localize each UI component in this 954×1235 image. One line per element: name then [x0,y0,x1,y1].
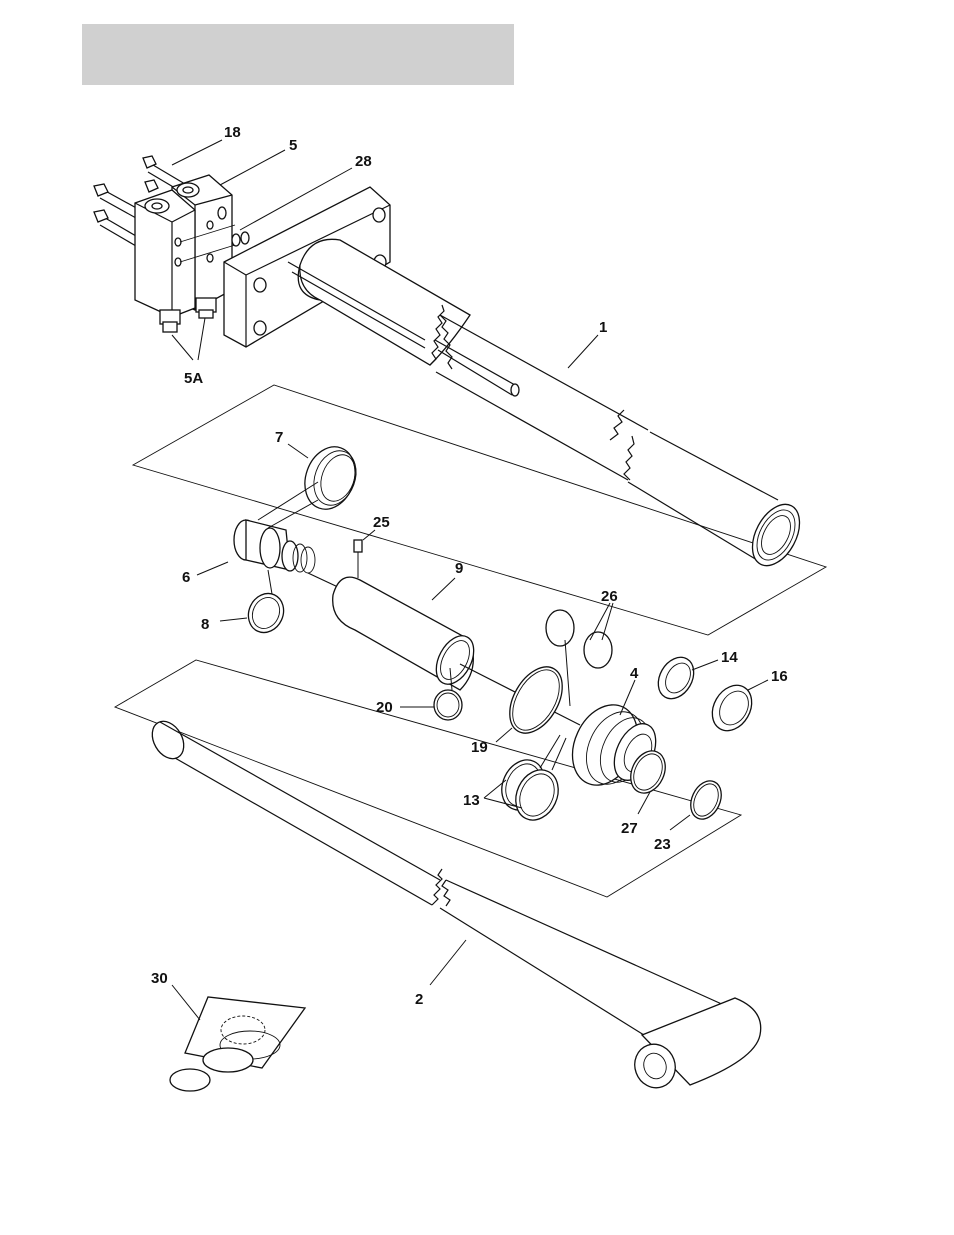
ring-8 [242,570,290,638]
callout-18: 18 [224,124,241,141]
callout-1: 1 [599,319,607,336]
callout-8: 8 [201,616,209,633]
callout-2: 2 [415,991,423,1008]
callout-19: 19 [471,739,488,756]
callout-28: 28 [355,153,372,170]
callout-14: 14 [721,649,738,666]
cylinder-barrel [224,187,809,574]
seal-14 [651,651,701,705]
set-screw-25 [354,540,362,578]
seal-16 [704,678,759,738]
callout-27: 27 [621,820,638,837]
callout-5: 5 [289,137,297,154]
callout-7: 7 [275,429,283,446]
callout-20: 20 [376,699,393,716]
callout-6: 6 [182,569,190,586]
upper-assembly-panel [133,385,826,635]
cylinder-head [234,520,355,595]
callout-23: 23 [654,836,671,853]
callout-13: 13 [463,792,480,809]
callout-30: 30 [151,970,168,987]
spacer-tube [333,577,482,690]
seal-kit [170,997,305,1091]
ring-23 [685,776,727,824]
callout-4: 4 [630,665,639,682]
callout-26: 26 [601,588,618,605]
callout-5A: 5A [184,370,203,387]
seal-7 [258,440,363,528]
callout-25: 25 [373,514,390,531]
callout-9: 9 [455,560,463,577]
valve-block [94,156,235,332]
callout-16: 16 [771,668,788,685]
